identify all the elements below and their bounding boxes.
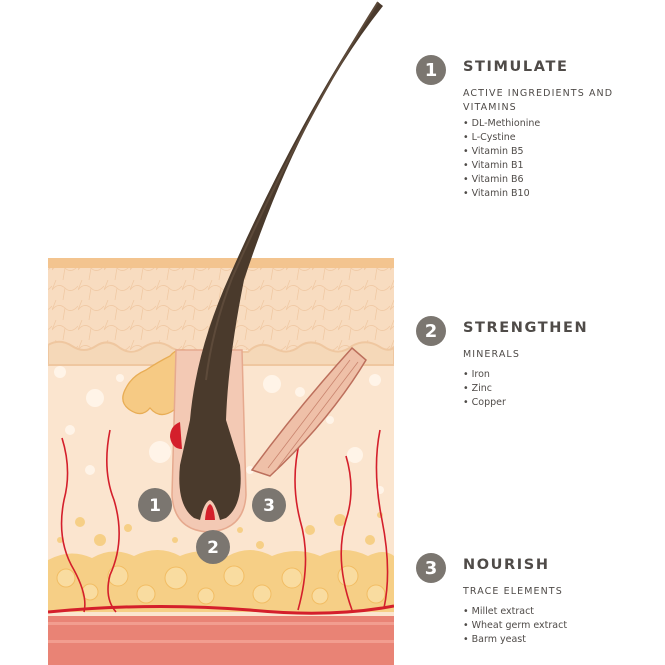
svg-text:1: 1 — [149, 496, 161, 516]
arrector-pili-muscle — [250, 346, 367, 477]
skin-surface — [48, 258, 394, 268]
section-strengthen: 2 STRENGTHEN MINERALS Iron Zinc Copper — [416, 316, 656, 416]
diagram-label-1: 1 — [138, 488, 172, 522]
fat-layer — [48, 550, 394, 612]
list-item: Copper — [463, 396, 506, 410]
dermal-papilla — [205, 504, 215, 520]
fat-cells — [56, 565, 386, 605]
svg-text:2: 2 — [207, 538, 219, 558]
blood-vessels — [48, 429, 394, 615]
section-3-title: NOURISH — [463, 557, 550, 573]
dermis-bubbles — [54, 366, 384, 494]
fat-dots — [57, 512, 383, 549]
section-3-subtitle: TRACE ELEMENTS — [463, 586, 563, 597]
hair-follicle-diagram: 1 2 3 — [48, 1, 394, 665]
list-item: Millet extract — [463, 605, 567, 619]
list-item: Vitamin B1 — [463, 159, 540, 173]
section-1-number: 1 — [416, 55, 446, 85]
list-item: L-Cystine — [463, 131, 540, 145]
section-1-list: DL-Methionine L-Cystine Vitamin B5 Vitam… — [463, 117, 541, 201]
diagram-label-3: 3 — [252, 488, 286, 522]
list-item: Vitamin B5 — [463, 145, 540, 159]
list-item: Barm yeast — [463, 633, 567, 647]
list-item: Zinc — [463, 382, 506, 396]
list-item: Iron — [463, 368, 506, 382]
hair-shaft — [179, 2, 383, 520]
svg-text:3: 3 — [263, 496, 275, 516]
section-stimulate: 1 STIMULATE ACTIVE INGREDIENTS AND VITAM… — [416, 55, 656, 205]
section-2-list: Iron Zinc Copper — [463, 368, 506, 410]
section-2-subtitle: MINERALS — [463, 349, 520, 360]
section-2-number: 2 — [416, 316, 446, 346]
section-2-title: STRENGTHEN — [463, 320, 589, 336]
section-nourish: 3 NOURISH TRACE ELEMENTS Millet extract … — [416, 553, 656, 653]
list-item: Wheat germ extract — [463, 619, 567, 633]
section-3-list: Millet extract Wheat germ extract Barm y… — [463, 605, 567, 647]
section-3-number: 3 — [416, 553, 446, 583]
list-item: DL-Methionine — [463, 117, 541, 131]
list-item: Vitamin B10 — [463, 187, 540, 201]
section-1-title: STIMULATE — [463, 59, 569, 75]
list-item: Vitamin B6 — [463, 173, 540, 187]
blood-supply-spot — [170, 422, 182, 449]
diagram-label-2: 2 — [196, 530, 230, 564]
section-1-subtitle: ACTIVE INGREDIENTS AND VITAMINS — [463, 88, 614, 113]
